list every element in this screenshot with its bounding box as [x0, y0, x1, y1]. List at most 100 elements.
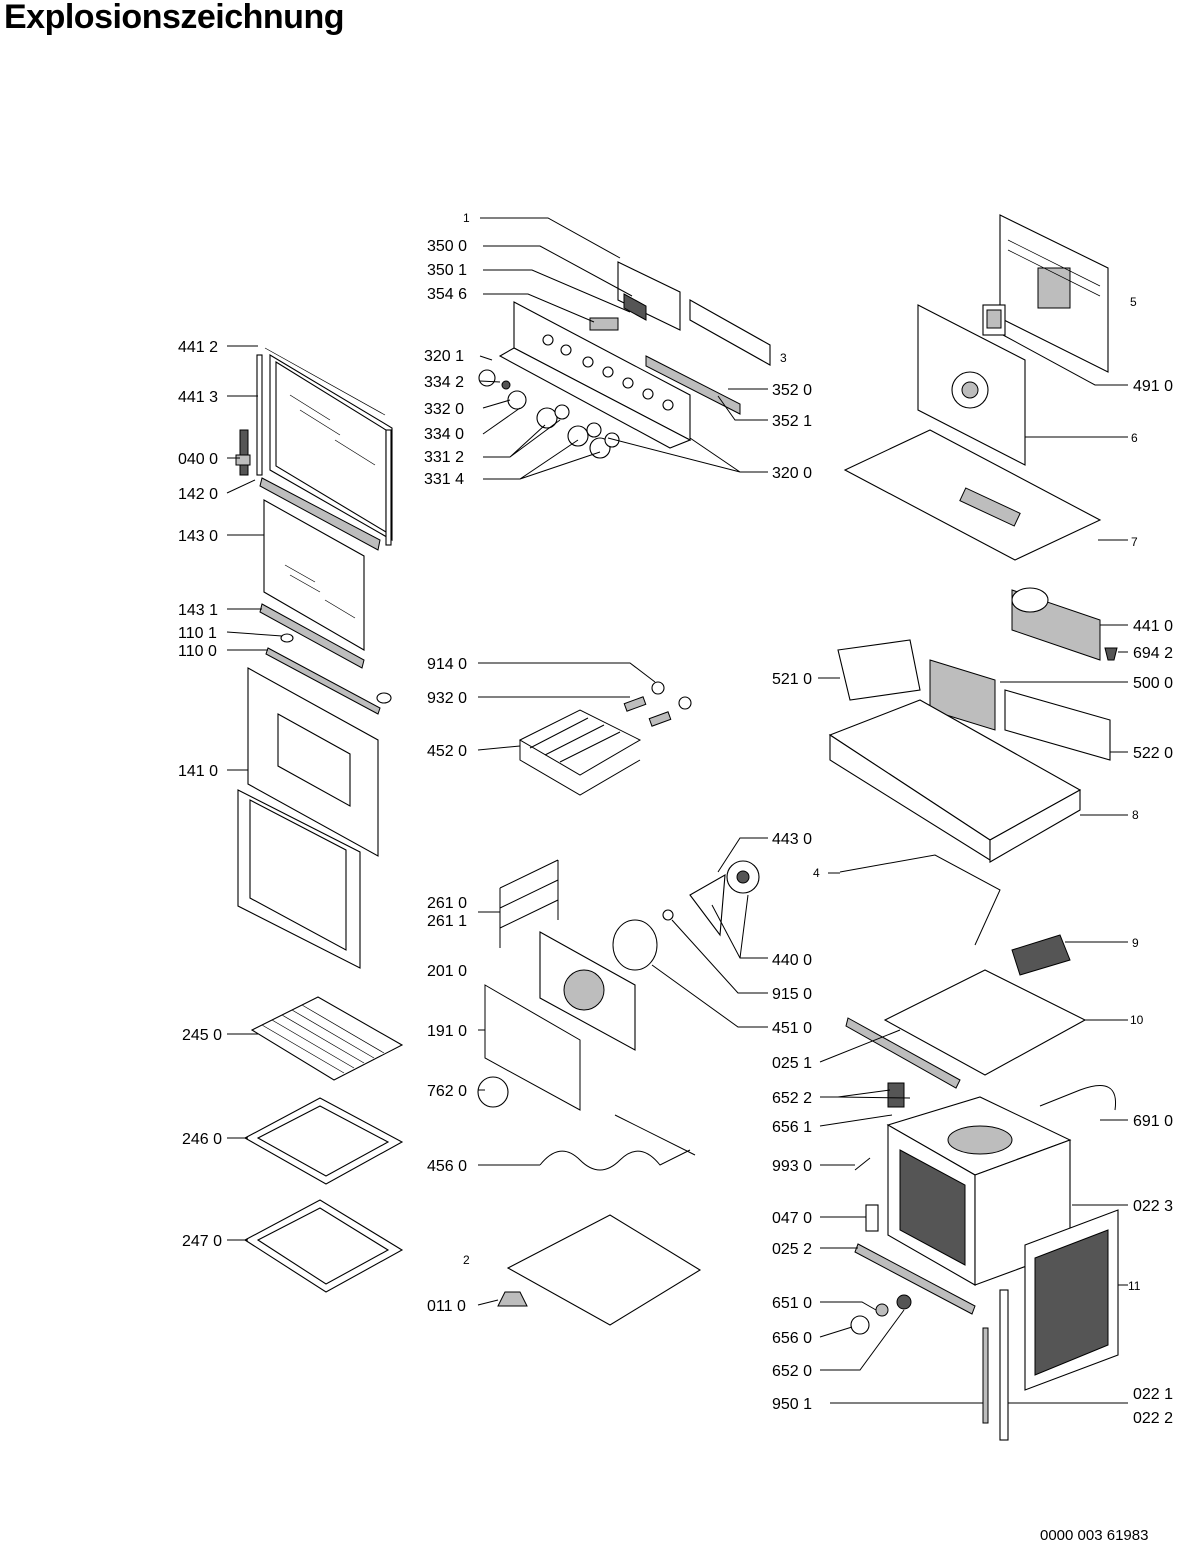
door-frame-part	[256, 347, 393, 546]
foot-part	[497, 1291, 528, 1307]
label-443-0: 443 0	[772, 831, 812, 848]
label-025-1: 025 1	[772, 1055, 812, 1072]
clip-part	[280, 633, 294, 643]
label-025-2: 025 2	[772, 1241, 812, 1258]
bracket-small-part	[865, 1204, 879, 1232]
label-332-0: 332 0	[424, 401, 464, 418]
label-011-0: 011 0	[427, 1298, 466, 1315]
label-5: 5	[1130, 295, 1137, 309]
lamp-part	[850, 1294, 912, 1335]
fan-motor-part	[982, 304, 1006, 336]
back-wall-part	[917, 304, 1026, 466]
screw-part	[854, 1157, 871, 1171]
label-261-0: 261 0	[427, 895, 467, 912]
lower-rail-part	[854, 1243, 976, 1315]
hinge-part	[235, 429, 251, 476]
label-334-2: 334 2	[424, 374, 464, 391]
lower-heater-bar-part	[614, 1114, 696, 1156]
fan-ring-part	[612, 919, 658, 971]
label-652-0: 652 0	[772, 1363, 812, 1380]
label-1: 1	[463, 211, 470, 225]
label-694-2: 694 2	[1133, 645, 1173, 662]
part-labels: 1 350 0 350 1 354 6 3 441 2 441 3 320 1 …	[178, 211, 1173, 1427]
chassis-frame-part	[828, 699, 1082, 863]
label-452-0: 452 0	[427, 743, 467, 760]
spring-part	[623, 696, 647, 712]
bracket-part	[839, 854, 1001, 946]
label-762-0: 762 0	[427, 1083, 467, 1100]
vent-strip-part	[259, 477, 381, 551]
label-2: 2	[463, 1253, 470, 1267]
label-247-0: 247 0	[182, 1233, 222, 1250]
label-352-0: 352 0	[772, 382, 812, 399]
label-6: 6	[1131, 431, 1138, 445]
side-rail-part	[845, 1017, 961, 1089]
page-title: Explosionszeichnung	[4, 0, 344, 36]
label-932-0: 932 0	[427, 690, 467, 707]
sensor-part	[1104, 647, 1118, 661]
label-656-1: 656 1	[772, 1119, 812, 1136]
label-331-4: 331 4	[424, 471, 464, 488]
control-panel-part	[498, 261, 771, 449]
control-module-part	[837, 639, 1111, 761]
label-331-2: 331 2	[424, 449, 464, 466]
label-143-1: 143 1	[178, 602, 218, 619]
label-110-0: 110 0	[178, 643, 217, 660]
oven-cavity-part	[886, 1096, 1072, 1286]
label-451-0: 451 0	[772, 1020, 812, 1037]
leader-lines	[226, 217, 1128, 1404]
label-652-2: 652 2	[772, 1090, 812, 1107]
fan-part	[662, 860, 760, 937]
label-040-0: 040 0	[178, 451, 218, 468]
label-191-0: 191 0	[427, 1023, 467, 1040]
outer-door-part	[237, 667, 379, 969]
label-915-0: 915 0	[772, 986, 812, 1003]
label-141-0: 141 0	[178, 763, 218, 780]
cover-plate-part	[1011, 934, 1071, 976]
enamel-tray-part	[243, 1199, 404, 1293]
label-7: 7	[1131, 535, 1138, 549]
bottom-plate-part	[506, 1214, 702, 1326]
label-245-0: 245 0	[182, 1027, 222, 1044]
label-143-0: 143 0	[178, 528, 218, 545]
trim-strip-part	[982, 1327, 989, 1424]
top-plate-part	[843, 429, 1102, 561]
label-047-0: 047 0	[772, 1210, 812, 1227]
label-246-0: 246 0	[182, 1131, 222, 1148]
label-354-6: 354 6	[427, 286, 467, 303]
label-993-0: 993 0	[772, 1158, 812, 1175]
switch-part	[887, 1082, 905, 1108]
nut-part	[651, 681, 665, 695]
side-rail-vertical-part	[999, 1289, 1009, 1441]
label-334-0: 334 0	[424, 426, 464, 443]
clip-small-part	[376, 692, 392, 704]
wire-rack-part	[250, 996, 404, 1081]
document-number: 0000 003 61983	[1040, 1527, 1149, 1544]
heating-element-part	[1039, 1085, 1117, 1111]
label-350-1: 350 1	[427, 262, 467, 279]
label-950-1: 950 1	[772, 1396, 812, 1413]
label-440-0: 440 0	[772, 952, 812, 969]
label-201-0: 201 0	[427, 963, 467, 980]
label-521-0: 521 0	[772, 671, 812, 688]
label-441-3: 441 3	[178, 389, 218, 406]
label-656-0: 656 0	[772, 1330, 812, 1347]
lamp-cover-part	[477, 1076, 509, 1108]
grill-element-part	[518, 709, 642, 796]
label-110-1: 110 1	[178, 625, 217, 642]
baking-tray-part	[243, 1097, 404, 1185]
shelf-support-part	[499, 859, 559, 948]
label-352-1: 352 1	[772, 413, 812, 430]
label-261-1: 261 1	[427, 913, 467, 930]
label-651-0: 651 0	[772, 1295, 812, 1312]
knobs-part	[478, 369, 620, 459]
side-panel-part	[1024, 1209, 1119, 1391]
label-456-0: 456 0	[427, 1158, 467, 1175]
rear-cover-part	[999, 214, 1109, 373]
label-3: 3	[780, 351, 787, 365]
label-4: 4	[813, 866, 820, 880]
label-500-0: 500 0	[1133, 675, 1173, 692]
label-11: 11	[1128, 1279, 1141, 1293]
lower-heater-part	[539, 1149, 691, 1171]
